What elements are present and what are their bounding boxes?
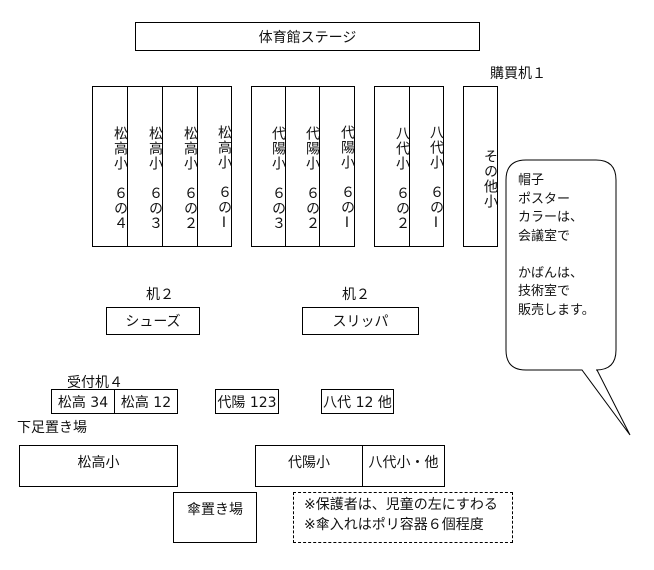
- seat-column-yatsu-6-1: 八代小 ６のⅠ: [409, 86, 444, 247]
- stage: 体育館ステージ: [135, 22, 480, 51]
- note-2: ※傘入れはポリ容器６個程度: [304, 517, 484, 533]
- seat-column-daiyo-6-1: 代陽小 ６のⅠ: [319, 86, 355, 247]
- shoe-area-matsu: 松高小: [19, 445, 178, 487]
- slippers-desk: スリッパ: [302, 307, 419, 335]
- seat-column-other: その他小: [463, 86, 498, 247]
- reception-matsu-12: 松高 12: [114, 389, 178, 414]
- umbrella-area: 傘置き場: [173, 492, 257, 543]
- reception-matsu-34: 松高 34: [51, 389, 115, 414]
- shoe-area-daiyo: 代陽小: [255, 445, 363, 487]
- note-1: ※保護者は、児童の左にすわる: [304, 497, 498, 513]
- shoe-area-label: 下足置き場: [17, 420, 87, 436]
- reception-yatsu-12: 八代 12 他: [321, 389, 394, 414]
- seat-column-matsu-6-4: 松高小 ６の４: [92, 86, 128, 247]
- seat-column-matsu-6-1: 松高小 ６のⅠ: [197, 86, 232, 247]
- speech-bubble-text: 帽子 ポスター カラーは、 会議室で かばんは、 技術室で 販売します。: [518, 173, 595, 318]
- reception-label: 受付机４: [67, 375, 123, 391]
- reception-daiyo-123: 代陽 123: [215, 389, 279, 414]
- notes-box: ※保護者は、児童の左にすわる ※傘入れはポリ容器６個程度: [293, 492, 513, 543]
- shoes-desk: シューズ: [106, 307, 200, 335]
- purchase-desk-label: 購買机１: [490, 66, 546, 82]
- desk2-right-label: 机２: [342, 287, 370, 303]
- desk2-left-label: 机２: [146, 287, 174, 303]
- shoe-area-yatsu-other: 八代小・他: [362, 445, 445, 487]
